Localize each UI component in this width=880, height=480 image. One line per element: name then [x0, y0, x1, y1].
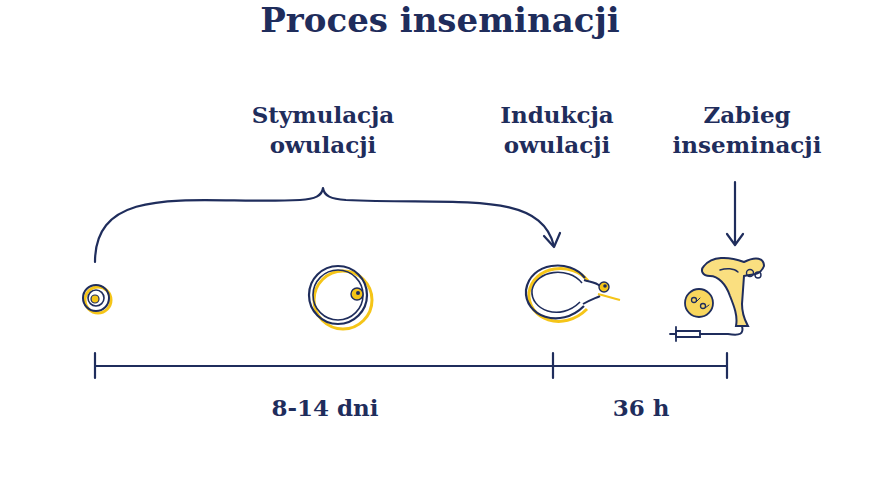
diagram-title: Proces inseminacji	[0, 0, 880, 40]
uterus-insemination	[670, 258, 764, 341]
bracket	[95, 188, 554, 262]
small-follicle	[83, 285, 111, 313]
duration-label: 8-14 dni	[225, 393, 425, 423]
growing-follicle	[309, 266, 372, 329]
duration-label: 36 h	[581, 393, 701, 423]
timeline	[95, 353, 727, 378]
arrow-head	[544, 233, 560, 247]
step-label: Zabieg inseminacji	[662, 100, 832, 160]
ovulating-follicle	[526, 266, 620, 322]
leader-arrow	[727, 182, 743, 245]
step-label: Stymulacja owulacji	[228, 100, 418, 160]
step-label: Indukcja owulacji	[472, 100, 642, 160]
